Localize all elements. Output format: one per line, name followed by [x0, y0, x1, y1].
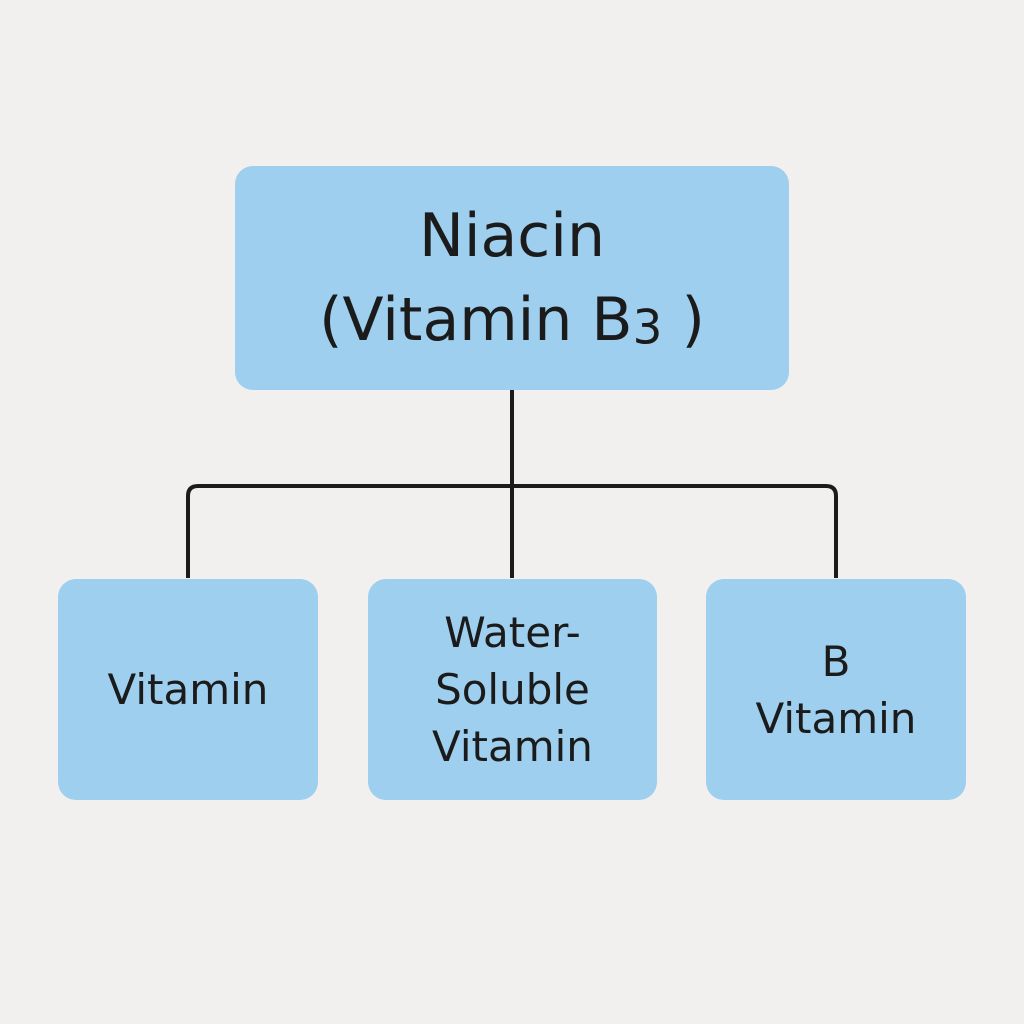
root-subtitle-suffix: ) — [681, 284, 705, 355]
child-node-water-soluble-vitamin: Water- Soluble Vitamin — [368, 579, 657, 800]
root-subtitle-prefix: (Vitamin B — [319, 284, 633, 355]
child-node-label: Vitamin — [755, 693, 917, 743]
root-node-niacin: Niacin (Vitamin B3 ) — [235, 166, 789, 390]
child-node-vitamin: Vitamin — [58, 579, 318, 800]
child-node-b-vitamin: B Vitamin — [706, 579, 966, 800]
child-node-label: Vitamin — [107, 665, 269, 714]
child-node-label: Soluble — [435, 665, 590, 714]
root-subtitle: (Vitamin B3 ) — [319, 278, 705, 371]
root-subscript: 3 — [632, 301, 663, 356]
child-node-label: B — [821, 636, 851, 686]
child-node-label: Vitamin — [432, 722, 593, 771]
child-node-label: Water- — [444, 608, 581, 657]
root-title: Niacin — [418, 200, 605, 271]
connector-horizontal-bar — [186, 484, 838, 578]
